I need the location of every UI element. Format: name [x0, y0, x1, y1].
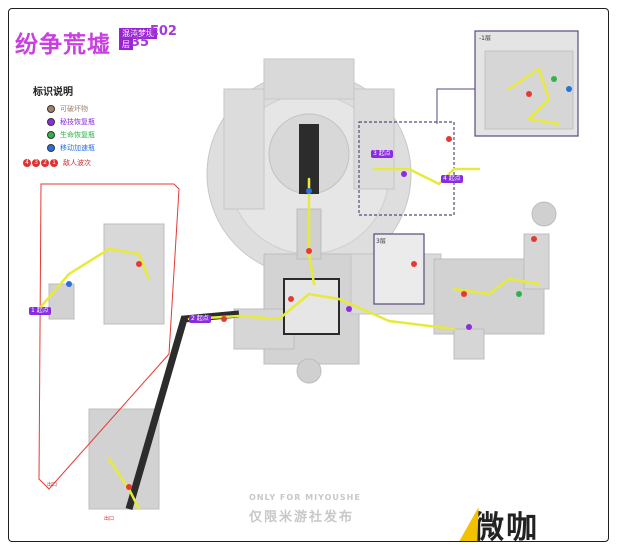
callout-label-upper: -1层 — [479, 35, 491, 42]
west-complex — [38, 183, 180, 510]
wave-legend: 4 3 2 1 敌人波次 — [23, 156, 95, 169]
brand-logo: 微咖 — [423, 499, 573, 542]
legend-item: 移动加速瓶 — [33, 141, 95, 154]
floor-number: 35 — [131, 35, 150, 50]
wave-badge: 3 — [32, 158, 40, 167]
start-marker-1: 1 起点 — [29, 307, 51, 315]
legend-label: 可破坏物 — [60, 104, 88, 113]
wave-badge: 4 — [23, 158, 31, 167]
floor-prefix: 层 — [119, 39, 133, 50]
destructible-icon — [47, 104, 55, 113]
central-plaza — [206, 58, 412, 277]
legend-label: 移动加速瓶 — [60, 143, 95, 152]
watermark-en: ONLY FOR MIYOUSHE — [249, 493, 361, 502]
wave-label: 敌人波次 — [63, 158, 91, 167]
route-paths — [37, 67, 561, 511]
legend-item: 生命恢复瓶 — [33, 128, 95, 141]
legend-item: 可破坏物 — [33, 102, 95, 115]
map-frame: 纷争荒墟 混沌梦境 E02 层 35 标识说明 可破坏物 秘技恢复瓶 生命恢复瓶… — [8, 8, 609, 542]
legend-title: 标识说明 — [33, 87, 73, 98]
start-marker-3: 3 起点 — [371, 150, 393, 158]
health-potion-icon — [47, 130, 55, 139]
technique-potion-icon — [47, 117, 55, 126]
item-markers — [66, 76, 572, 490]
stage-code: E02 — [150, 24, 177, 39]
exit-label: 出口 — [104, 516, 115, 522]
map-canvas — [37, 30, 579, 511]
wave-badge: 2 — [41, 158, 49, 167]
upper-callout — [358, 30, 579, 216]
legend: 标识说明 可破坏物 秘技恢复瓶 生命恢复瓶 移动加速瓶 4 3 2 1 敌人波次 — [23, 83, 95, 169]
speed-potion-icon — [47, 143, 55, 152]
legend-item: 秘技恢复瓶 — [33, 115, 95, 128]
page-title: 纷争荒墟 — [15, 32, 111, 58]
brand-name: 微咖 — [473, 509, 539, 542]
east-complex — [373, 201, 557, 360]
callout-label-mid: 3层 — [376, 238, 386, 245]
wave-badge: 1 — [50, 158, 58, 167]
mode-badge: 混沌梦境 — [119, 28, 157, 39]
start-marker-4: 4 起点 — [441, 175, 463, 183]
exit-label: 出口 — [47, 482, 58, 488]
start-marker-2: 2 起点 — [189, 315, 211, 323]
corridor — [125, 310, 240, 510]
watermark-cn: 仅限米游社发布 — [249, 510, 355, 525]
legend-label: 秘技恢复瓶 — [60, 117, 95, 126]
legend-label: 生命恢复瓶 — [60, 130, 95, 139]
